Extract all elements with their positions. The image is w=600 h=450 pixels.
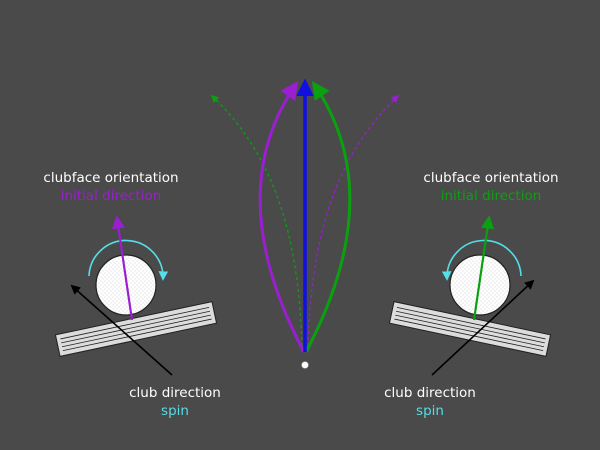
right-panel: clubface orientation initial direction c… — [384, 170, 558, 419]
left-initial-direction-label: initial direction — [61, 188, 162, 204]
left-club-direction-label: club direction — [129, 385, 221, 401]
green-curve-path — [304, 81, 352, 353]
purple-curve-path — [258, 81, 306, 353]
green-dotted-path — [210, 94, 303, 353]
right-club-direction-label: club direction — [384, 385, 476, 401]
left-club-direction-arrow — [70, 284, 173, 376]
tee-ball-icon — [301, 361, 309, 369]
left-initial-direction-arrow — [112, 215, 134, 321]
left-clubhead-icon — [54, 301, 218, 357]
left-spin-label: spin — [161, 403, 189, 419]
right-spin-arrow-icon — [441, 239, 522, 281]
right-clubface-label: clubface orientation — [423, 170, 558, 186]
left-panel: clubface orientation initial direction c… — [43, 170, 220, 419]
flight-paths — [210, 78, 400, 369]
right-initial-direction-arrow — [472, 215, 494, 321]
right-initial-direction-label: initial direction — [441, 188, 542, 204]
left-spin-arrow-icon — [88, 239, 169, 281]
right-club-direction-arrow — [431, 279, 535, 376]
left-clubface-label: clubface orientation — [43, 170, 178, 186]
purple-dotted-path — [307, 94, 400, 353]
right-spin-label: spin — [416, 403, 444, 419]
right-clubhead-icon — [388, 301, 552, 357]
